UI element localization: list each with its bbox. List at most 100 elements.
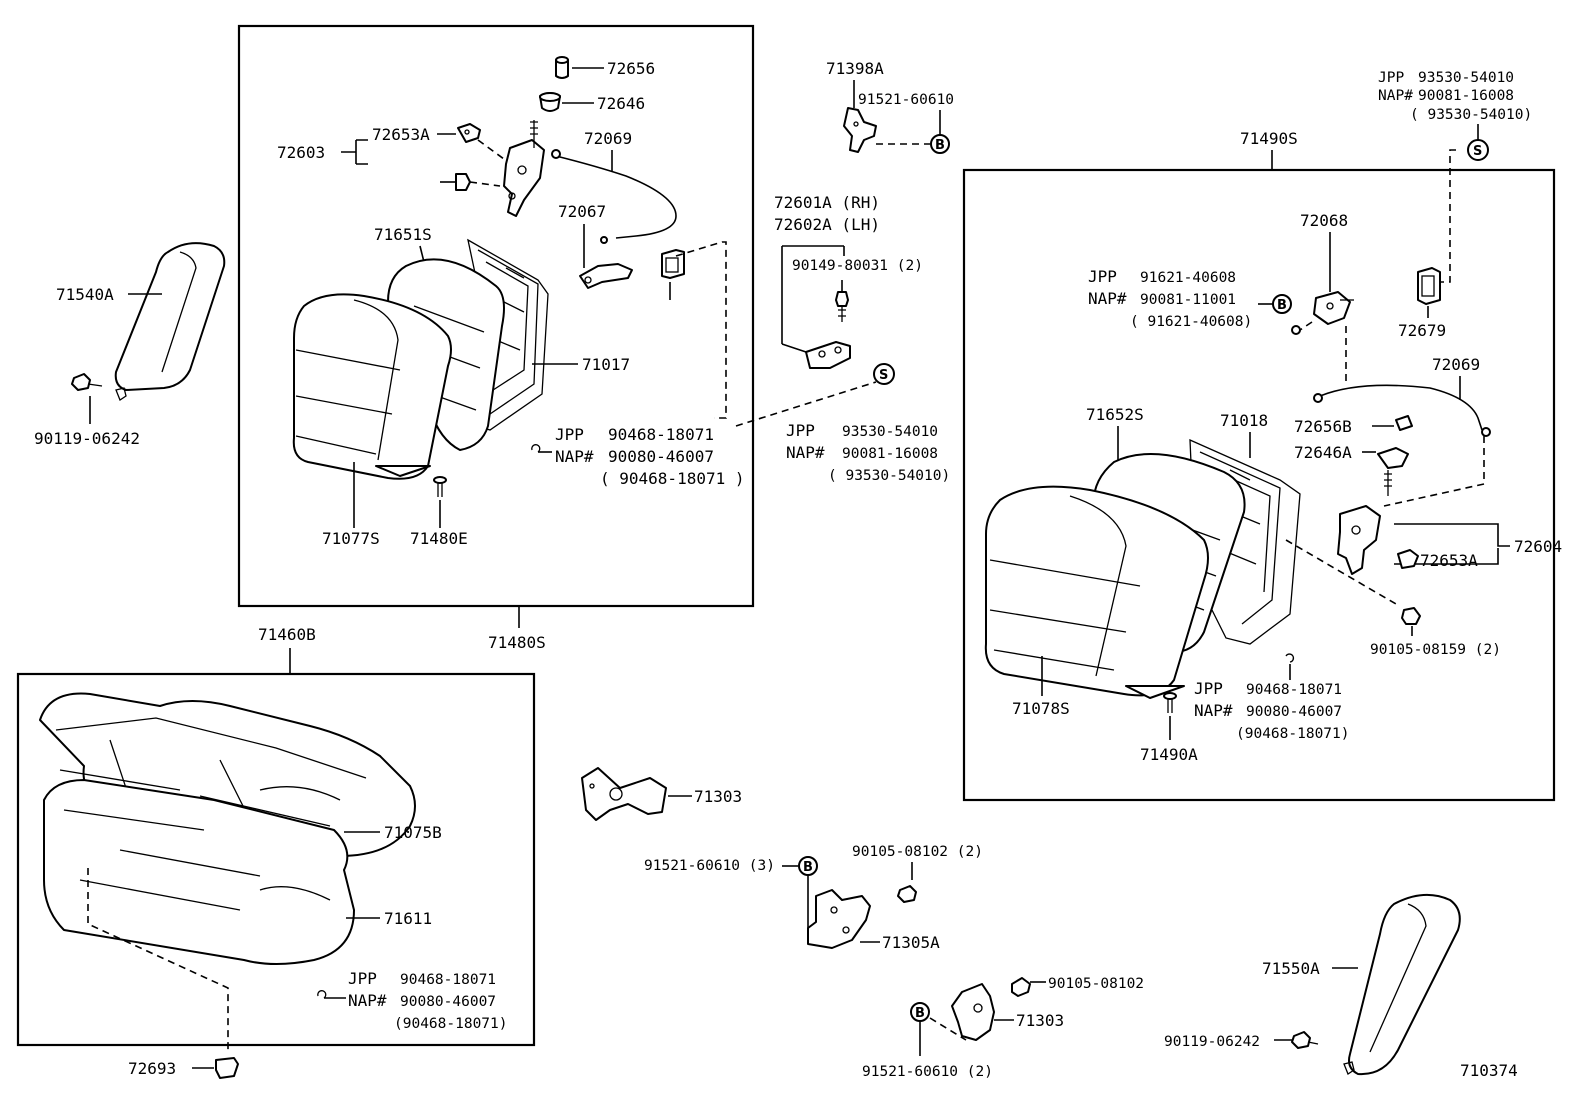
part-72653A-left [457, 123, 481, 143]
label-jpp-d: JPP [1194, 679, 1223, 698]
value-nap-a: 90080-46007 [608, 447, 714, 466]
label-nap-e: NAP# [348, 991, 387, 1010]
value-nap-d: 90080-46007 [1246, 704, 1342, 720]
bolt-icon [835, 291, 849, 322]
value-nap-d-alt: (90468-18071) [1236, 726, 1350, 742]
label-nap-d: NAP# [1194, 701, 1233, 720]
value-nap-tr-alt: ( 93530-54010) [1410, 107, 1532, 123]
part-71305A-bracket [807, 889, 871, 949]
label-72656: 72656 [607, 59, 655, 78]
value-nap-c: 90081-16008 [842, 446, 938, 462]
label-71018: 71018 [1220, 411, 1268, 430]
bolt-icon [897, 885, 917, 903]
label-72653A-right: 72653A [1420, 551, 1478, 570]
label-71480S: 71480S [488, 633, 546, 652]
seat-cushion-frame [16, 672, 536, 1047]
label-72603: 72603 [277, 143, 325, 162]
value-nap-c-alt: ( 93530-54010) [828, 468, 950, 484]
label-nap-c: NAP# [786, 443, 825, 462]
part-71078S-cover [984, 485, 1209, 699]
bolt-icon [1401, 607, 1421, 625]
label-90105-08159: 90105-08159 (2) [1370, 642, 1501, 658]
label-71305A: 71305A [882, 933, 940, 952]
label-72068: 72068 [1300, 211, 1348, 230]
value-jpp-c: 93530-54010 [842, 424, 938, 440]
part-71398A-hook [843, 107, 877, 153]
circle-b-label: B [1277, 298, 1287, 313]
label-91521-top: 91521-60610 [858, 92, 954, 108]
label-72069-right: 72069 [1432, 355, 1480, 374]
part-72653A-right [1397, 549, 1419, 569]
part-72067-lever [579, 263, 633, 289]
label-jpp-tr: JPP [1378, 70, 1404, 86]
part-71077S-cover [292, 293, 452, 480]
label-jpp-c: JPP [786, 421, 815, 440]
value-nap-b-alt: ( 91621-40608) [1130, 314, 1252, 330]
part-72068-lock [1313, 291, 1354, 325]
part-71480E-clip [433, 476, 447, 497]
part-71490A-clip [1163, 692, 1177, 713]
label-72656B: 72656B [1294, 417, 1352, 436]
label-90119-left: 90119-06242 [34, 429, 140, 448]
label-jpp-a: JPP [555, 425, 584, 444]
left-seatback-frame [237, 24, 755, 608]
label-72679: 72679 [1398, 321, 1446, 340]
circle-b-label: B [935, 138, 945, 153]
label-71460B: 71460B [258, 625, 316, 644]
label-71490A: 71490A [1140, 745, 1198, 764]
part-72656-cap [555, 56, 569, 79]
label-72646: 72646 [597, 94, 645, 113]
circle-s-label: S [1473, 144, 1482, 159]
part-72601A-striker [805, 341, 851, 369]
label-jpp-b: JPP [1088, 267, 1117, 286]
part-71550A-armrest [1343, 893, 1461, 1076]
label-nap-a: NAP# [555, 447, 594, 466]
value-nap-a-alt: ( 90468-18071 ) [600, 469, 745, 488]
label-71398A: 71398A [826, 59, 884, 78]
label-71651S: 71651S [374, 225, 432, 244]
value-jpp-tr: 93530-54010 [1418, 70, 1514, 86]
part-escutcheon-left [661, 249, 685, 279]
label-72693: 72693 [128, 1059, 176, 1078]
label-91521-2: 91521-60610 (2) [862, 1064, 993, 1080]
part-72646A-knob [1377, 447, 1409, 469]
label-71490S: 71490S [1240, 129, 1298, 148]
label-nap-b: NAP# [1088, 289, 1127, 308]
part-71540A-armrest [114, 242, 226, 401]
part-72646-knob [539, 92, 561, 112]
part-71611-cushion-pad [43, 779, 355, 965]
value-jpp-b: 91621-40608 [1140, 270, 1236, 286]
label-71611: 71611 [384, 909, 432, 928]
right-seatback-frame [962, 168, 1556, 802]
part-71303-hinge-bottom [951, 983, 995, 1041]
bolt-icon [71, 373, 103, 391]
label-90149: 90149-80031 (2) [792, 258, 923, 274]
label-72646A: 72646A [1294, 443, 1352, 462]
circle-b-label: B [915, 1006, 925, 1021]
diagram-id: 710374 [1460, 1061, 1518, 1080]
value-jpp-d: 90468-18071 [1246, 682, 1342, 698]
label-72604: 72604 [1514, 537, 1562, 556]
label-71480E: 71480E [410, 529, 468, 548]
label-71303-top: 71303 [694, 787, 742, 806]
value-nap-tr: 90081-16008 [1418, 88, 1514, 104]
label-jpp-e: JPP [348, 969, 377, 988]
label-71017: 71017 [582, 355, 630, 374]
label-91521-3: 91521-60610 (3) [644, 858, 775, 874]
value-nap-e-alt: (90468-18071) [394, 1016, 508, 1032]
label-72602A: 72602A (LH) [774, 215, 880, 234]
label-71550A: 71550A [1262, 959, 1320, 978]
value-jpp-a: 90468-18071 [608, 425, 714, 444]
label-nap-tr: NAP# [1378, 88, 1413, 104]
part-72604-lock [1337, 505, 1381, 575]
part-72603-lock [503, 120, 545, 217]
label-72067: 72067 [558, 202, 606, 221]
label-71652S: 71652S [1086, 405, 1144, 424]
value-nap-b: 90081-11001 [1140, 292, 1236, 308]
label-71303-bottom: 71303 [1016, 1011, 1064, 1030]
part-71303-hinge-top [581, 767, 667, 821]
part-72693-clip [215, 1057, 239, 1079]
bolt-icon [1011, 977, 1031, 997]
circle-b-label: B [803, 860, 813, 875]
